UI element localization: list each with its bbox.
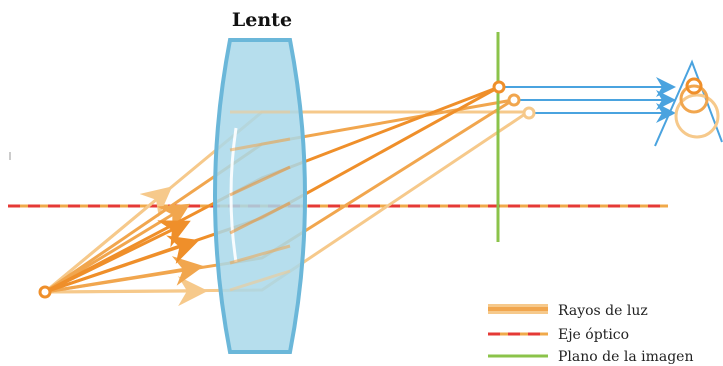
rays-through-lens bbox=[229, 110, 291, 292]
lens bbox=[213, 38, 307, 354]
legend-label-axis: Eje óptico bbox=[558, 327, 629, 343]
image-point-1 bbox=[492, 80, 506, 94]
object-point bbox=[38, 285, 52, 299]
image-point-2 bbox=[507, 93, 521, 107]
legend-label-rays: Rayos de luz bbox=[558, 303, 648, 319]
legend-item-image-plane: Plano de la imagen bbox=[488, 349, 693, 365]
eye-icon bbox=[654, 59, 723, 147]
image-point-3 bbox=[522, 106, 536, 120]
legend-item-axis: Eje óptico bbox=[488, 327, 629, 343]
legend-item-rays: Rayos de luz bbox=[488, 303, 648, 319]
lens-title: Lente bbox=[232, 9, 292, 31]
legend-label-image-plane: Plano de la imagen bbox=[558, 349, 693, 365]
legend: Rayos de luz Eje óptico Plano de la imag… bbox=[488, 303, 693, 365]
output-rays bbox=[500, 77, 676, 123]
image-points bbox=[38, 80, 536, 299]
